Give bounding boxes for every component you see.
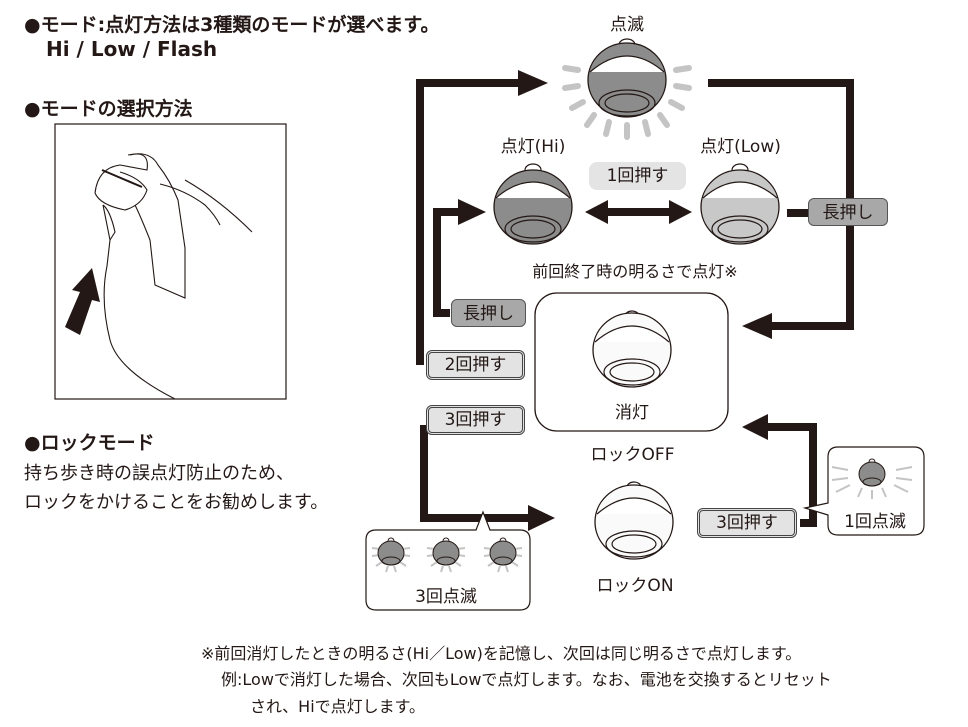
lock-desc-line1: 持ち歩き時の誤点灯防止のため、: [24, 463, 294, 484]
lock-on-label: ロックON: [596, 576, 674, 596]
arrowhead-hi-left: [585, 200, 608, 224]
arrowhead-off: [742, 313, 772, 339]
lamp-hi-icon: [493, 163, 573, 245]
lamp-flash-icon: [587, 38, 667, 118]
press-three-left-label: 3回押す: [426, 405, 525, 435]
lock-off-label: ロックOFF: [590, 445, 675, 465]
blink-once-callout: [802, 446, 925, 536]
flash-rays: [562, 65, 692, 140]
blink-once-lamp-icon: [831, 458, 913, 499]
footnote-line2: 例:Lowで消灯した場合、次回もLowで点灯します。なお、電池を交換するとリセッ…: [221, 670, 832, 689]
arrowhead-lock-on: [528, 505, 555, 531]
hi-label: 点灯(Hi): [500, 137, 566, 157]
low-label: 点灯(Low): [700, 137, 781, 157]
arrow-lock-off: [765, 423, 817, 527]
press-once-label: 1回押す: [589, 162, 686, 190]
arrowhead-low-right: [669, 200, 692, 224]
lamp-lock-on-icon: [594, 481, 674, 560]
arrowhead-flash: [518, 70, 548, 96]
lock-heading: ●ロックモード: [24, 432, 155, 454]
press-three-right-label: 3回押す: [697, 508, 797, 538]
resume-note: 前回終了時の明るさで点灯※: [532, 262, 738, 281]
arrow-to-flash: [416, 79, 520, 365]
press-twice-label: 2回押す: [426, 350, 525, 380]
small-lamp-icon: [483, 537, 523, 573]
footnote-line3: され、Hiで点灯します。: [250, 697, 426, 716]
off-label: 消灯: [615, 403, 649, 423]
blink-three-lamps: [371, 537, 523, 573]
lamp-low-icon: [700, 163, 780, 245]
arrowhead-hi: [458, 199, 486, 225]
push-arrow-icon: [65, 268, 100, 335]
mode-heading: ●モード:点灯方法は3種類のモードが選べます。: [24, 14, 440, 36]
hand-illustration: [54, 123, 287, 400]
small-lamp-icon: [371, 537, 411, 573]
small-lamp-icon: [426, 537, 466, 573]
arrow-to-lock-on: [420, 425, 530, 522]
long-press-label-right: 長押し: [808, 198, 888, 226]
lock-desc-line2: ロックをかけることをお勧めします。: [24, 492, 329, 513]
blink-three-label: 3回点滅: [415, 587, 477, 607]
blink-once-label: 1回点滅: [844, 512, 906, 532]
footnote-line1: ※前回消灯したときの明るさ(Hi／Low)を記憶し、次回は同じ明るさで点灯します…: [201, 644, 802, 663]
arrow-to-hi: [433, 208, 460, 317]
arrowhead-lock-off: [742, 414, 768, 440]
lamp-off-icon: [592, 310, 672, 388]
select-heading: ●モードの選択方法: [24, 98, 193, 120]
flash-label: 点滅: [610, 15, 644, 35]
long-press-label-left: 長押し: [451, 299, 526, 327]
mode-list: Hi / Low / Flash: [46, 37, 218, 61]
